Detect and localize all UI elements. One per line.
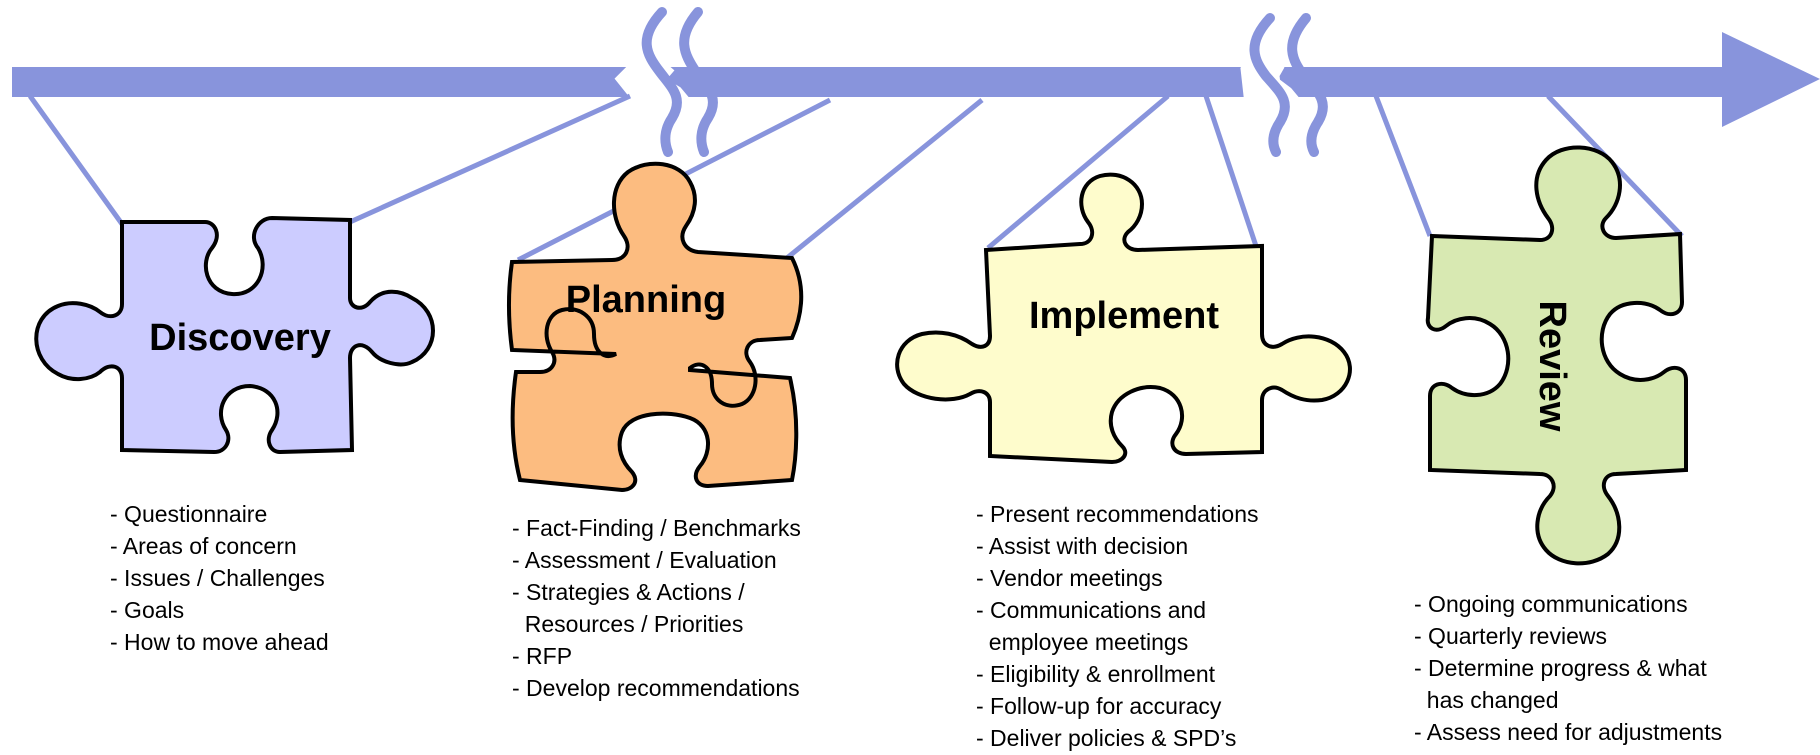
puzzle-piece-implement: Implement — [895, 172, 1352, 465]
list-item: - Develop recommendations — [512, 675, 800, 701]
list-item: employee meetings — [976, 629, 1189, 655]
list-item: - Assess need for adjustments — [1414, 719, 1723, 745]
puzzle-piece-planning: Planning — [507, 161, 804, 492]
list-item: - Determine progress & what — [1414, 655, 1707, 681]
connector-planning-right — [780, 98, 984, 264]
piece-label-review: Review — [1531, 301, 1573, 432]
list-item: has changed — [1414, 687, 1559, 713]
piece-label-discovery: Discovery — [149, 317, 331, 359]
list-item: - How to move ahead — [110, 629, 329, 655]
review-bullet-list: - Ongoing communications - Quarterly rev… — [1414, 588, 1722, 748]
list-item: - Vendor meetings — [976, 565, 1163, 591]
implement-bullet-list: - Present recommendations - Assist with … — [976, 498, 1259, 754]
puzzle-piece-discovery: Discovery — [34, 216, 436, 454]
connector-implement-left — [986, 94, 1170, 250]
list-item: - Assist with decision — [976, 533, 1189, 559]
connector-discovery-left — [27, 94, 125, 226]
list-item: - Present recommendations — [976, 501, 1259, 527]
list-item: - Areas of concern — [110, 533, 297, 559]
list-item: - Questionnaire — [110, 501, 268, 527]
piece-label-planning: Planning — [566, 279, 726, 321]
discovery-bullet-list: - Questionnaire - Areas of concern - Iss… — [110, 498, 329, 658]
list-item: - Fact-Finding / Benchmarks — [512, 515, 801, 541]
list-item: - Assessment / Evaluation — [512, 547, 777, 573]
planning-bullet-list: - Fact-Finding / Benchmarks - Assessment… — [512, 512, 801, 704]
list-item: - Follow-up for accuracy — [976, 693, 1222, 719]
list-item: - Communications and — [976, 597, 1207, 623]
timeline-break-1 — [614, 7, 718, 157]
list-item: - Deliver policies & SPD’s — [976, 725, 1237, 751]
timeline-break-2 — [1240, 13, 1328, 157]
piece-label-implement: Implement — [1029, 295, 1219, 337]
list-item: - Strategies & Actions / — [512, 579, 745, 605]
list-item: - Eligibility & enrollment — [976, 661, 1216, 687]
list-item: - Ongoing communications — [1414, 591, 1688, 617]
list-item: Resources / Priorities — [512, 611, 744, 637]
connector-discovery-right — [348, 93, 632, 225]
list-item: - Goals — [110, 597, 185, 623]
list-item: - Issues / Challenges — [110, 565, 325, 591]
list-item: - RFP — [512, 643, 573, 669]
list-item: - Quarterly reviews — [1414, 623, 1607, 649]
puzzle-piece-review: Review — [1425, 145, 1688, 566]
timeline-arrow — [12, 32, 1820, 127]
connector-implement-right — [1203, 95, 1259, 247]
connector-review-left — [1373, 95, 1433, 237]
